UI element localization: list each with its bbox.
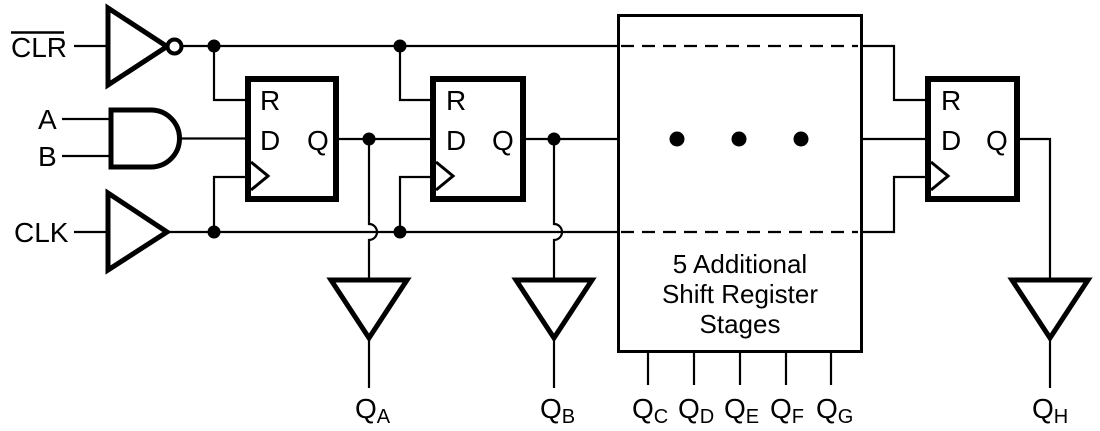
wire-clk-to-ff1 [212,175,248,232]
ff3-reset-label: R [941,85,961,116]
qg-output-label: QG [816,393,853,428]
stages-box [617,14,863,353]
not-gate-bubble-icon [165,37,184,56]
ff1-clock-wedge-icon [250,160,271,192]
ff2-data-label: D [446,125,466,156]
wire-ff3-q-route [1016,137,1052,280]
ff2-reset-label: R [446,85,466,116]
stages-box-line1: 5 Additional [673,249,807,279]
and-gate [108,107,182,170]
wire-qa-drop [367,139,379,280]
stages-box-line3: Stages [700,309,781,339]
qd-output-label: QD [678,393,714,428]
wire-clr-to-ff2-r [398,46,433,102]
qh-output-buffer [1007,277,1093,343]
qb-output-buffer [511,277,597,343]
clk-buffer [105,188,172,275]
qb-output-label: QB [540,393,575,428]
junction-dot-clk-2 [393,225,407,239]
junction-dot-clr-1 [207,39,221,53]
ellipsis-dot-icon [793,131,809,147]
wire-clr-to-ff1-r [212,46,248,102]
stages-box-line2: Shift Register [662,279,818,309]
ff3-clock-wedge-icon [930,160,951,192]
junction-dot-qa [362,132,376,146]
ff2-output-label: Q [492,125,514,156]
qh-output-label: QH [1032,393,1068,428]
clr-input-label: CLR [11,32,67,63]
not-gate [105,3,172,90]
ff3-data-label: D [941,125,961,156]
ff1-data-label: D [260,125,280,156]
b-input-label: B [38,141,57,172]
qa-output-buffer [326,277,412,343]
ellipsis-dot-icon [669,131,685,147]
wire-clk-to-ff2 [398,175,433,232]
qc-output-label: QC [632,393,668,428]
junction-dot-qb [547,132,561,146]
ff1-output-label: Q [307,125,329,156]
qf-output-label: QF [770,393,804,428]
qa-output-label: QA [355,393,391,428]
qe-output-label: QE [724,393,759,428]
ellipsis-dot-icon [731,131,747,147]
wire-clk-to-ff3 [860,175,928,234]
ff1-reset-label: R [260,85,280,116]
clk-input-label: CLK [14,217,69,248]
ff2-clock-wedge-icon [435,160,456,192]
a-input-label: A [38,104,57,135]
junction-dot-clr-2 [393,39,407,53]
ff3-output-label: Q [986,125,1008,156]
wire-qb-drop [552,139,564,280]
junction-dot-clk-1 [207,225,221,239]
wire-clr-to-ff3-r [860,44,928,102]
